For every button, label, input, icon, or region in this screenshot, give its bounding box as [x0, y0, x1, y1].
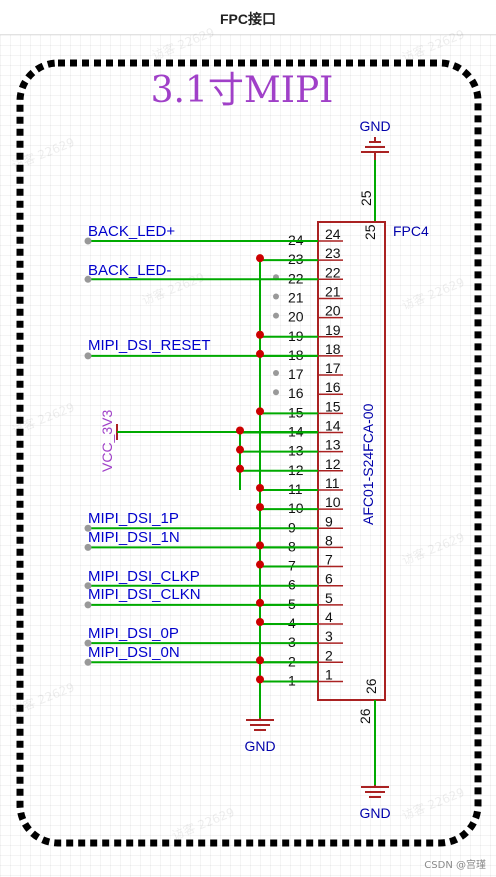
pin-number: 25	[362, 224, 378, 240]
net-terminal	[84, 275, 92, 283]
connector-pins: 2424232322222121202019191818171716161515…	[84, 226, 343, 688]
net-terminal	[84, 582, 92, 590]
pin-number: 7	[325, 552, 333, 568]
no-connect-mark	[273, 293, 279, 300]
junction-dot	[256, 541, 264, 550]
pin-number: 14	[325, 418, 341, 434]
pin-number: 8	[325, 532, 333, 548]
junction-dot	[236, 445, 244, 454]
net-terminal	[84, 543, 92, 551]
pin-number: 23	[325, 245, 341, 261]
no-connect-mark	[273, 389, 279, 396]
schematic-canvas: 访客 22629 访客 22629 访客 22629 访客 22629 访客 2…	[0, 25, 496, 877]
pin-number: 3	[325, 628, 333, 644]
pin-number: 17	[325, 360, 341, 376]
pin-number: 26	[357, 708, 373, 724]
junction-dot	[256, 330, 264, 339]
pin-number: 13	[325, 437, 341, 453]
net-terminal	[84, 658, 92, 666]
junction-dot	[236, 464, 244, 473]
pin-number: 21	[288, 289, 304, 305]
junction-dot	[256, 349, 264, 358]
net-back-led-p: BACK_LED+	[88, 223, 175, 240]
gnd-left-icon	[246, 718, 274, 731]
net-mipi-d1n: MIPI_DSI_1N	[88, 529, 180, 546]
net-mipi-d0p: MIPI_DSI_0P	[88, 625, 179, 642]
pin-number: 2	[325, 647, 333, 663]
pin-number: 16	[325, 379, 341, 395]
junction-dot	[256, 675, 264, 684]
junction-dot	[256, 560, 264, 569]
net-mipi-d0n: MIPI_DSI_0N	[88, 644, 180, 661]
junction-dot	[256, 503, 264, 512]
pin-number: 17	[288, 366, 304, 382]
pin-number: 24	[325, 226, 341, 242]
pin-number: 11	[325, 475, 340, 491]
pin-number: 10	[325, 494, 341, 510]
csdn-credit: CSDN @宫瑾	[424, 860, 486, 871]
net-terminal	[84, 601, 92, 609]
board-outline	[16, 59, 482, 847]
net-mipi-reset: MIPI_DSI_RESET	[88, 337, 211, 354]
junction-dot	[256, 254, 264, 263]
net-mipi-clkn: MIPI_DSI_CLKN	[88, 586, 201, 603]
pin-number: 21	[325, 283, 341, 299]
pin-number: 20	[325, 303, 341, 319]
gnd-top-icon	[361, 137, 389, 160]
pin-number: 16	[288, 385, 304, 401]
pin-number: 1	[325, 666, 333, 682]
vcc-3v3-label: VCC_3V3	[99, 410, 115, 472]
pin-number: 4	[325, 609, 333, 625]
connector-ref: FPC4	[393, 223, 429, 239]
pin-number: 10	[288, 500, 304, 516]
pin-number: 12	[325, 456, 341, 472]
gnd-top-label: GND	[359, 118, 390, 134]
junction-dot	[256, 483, 264, 492]
pin-number: 5	[325, 590, 333, 606]
pin-number: 20	[288, 309, 304, 325]
connector-part: AFC01-S24FCA-00	[360, 403, 376, 525]
pin-number: 18	[325, 341, 341, 357]
page-title: FPC接口	[220, 11, 276, 27]
fpc-connector-body	[317, 221, 386, 701]
no-connect-mark	[273, 312, 279, 319]
pin-number: 15	[325, 398, 341, 414]
net-terminal	[84, 352, 92, 360]
pin-number: 9	[325, 513, 333, 529]
net-terminal	[84, 524, 92, 532]
junction-dot	[256, 598, 264, 607]
net-back-led-n: BACK_LED-	[88, 262, 171, 279]
schematic-title: 3.1寸MIPI	[151, 70, 334, 111]
gnd-right-label: GND	[359, 805, 390, 821]
page-header: FPC接口	[0, 0, 496, 35]
pin-number: 25	[358, 190, 374, 206]
junction-dot	[256, 407, 264, 416]
gnd-left-label: GND	[244, 738, 275, 754]
net-mipi-d1p: MIPI_DSI_1P	[88, 510, 179, 527]
junction-dot	[236, 426, 244, 435]
pin-number: 26	[363, 678, 379, 694]
gnd-right-icon	[361, 785, 389, 798]
pin-number: 22	[325, 264, 341, 280]
junction-dot	[256, 656, 264, 665]
net-terminal	[84, 639, 92, 647]
pin-number: 19	[325, 322, 341, 338]
no-connect-mark	[273, 370, 279, 377]
net-terminal	[84, 237, 92, 245]
schematic-diagram: 3.1寸MIPI GND 25 25 FPC4 AFC01-S24FCA-00 …	[16, 59, 482, 847]
net-mipi-clkp: MIPI_DSI_CLKP	[88, 568, 200, 585]
pin-number: 6	[325, 571, 333, 587]
junction-dot	[256, 618, 264, 626]
